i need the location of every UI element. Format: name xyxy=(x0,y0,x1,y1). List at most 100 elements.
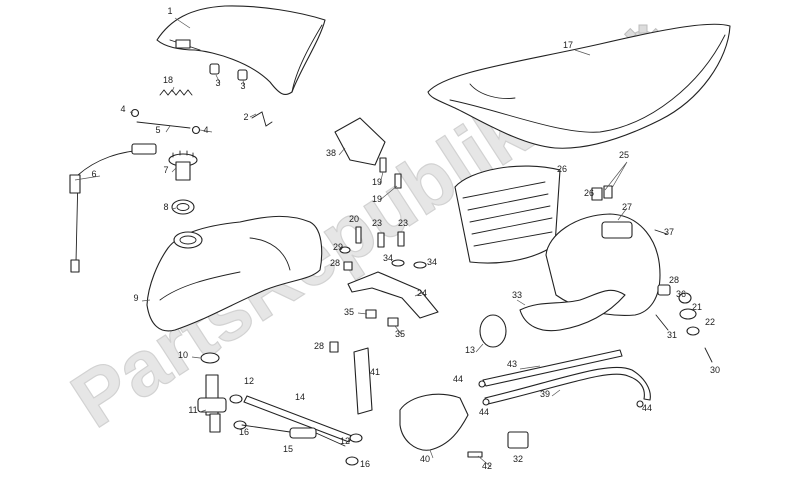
fuel-hose-part xyxy=(243,395,353,443)
clip-part xyxy=(636,400,644,408)
clip-part xyxy=(209,63,220,75)
pin-part xyxy=(136,121,191,129)
callout-number: 23 xyxy=(398,218,408,228)
washer-part xyxy=(391,259,405,267)
callout-number: 7 xyxy=(163,165,168,175)
callout-number: 25 xyxy=(619,150,629,160)
clip-part xyxy=(329,341,339,353)
callout-number: 3 xyxy=(240,81,245,91)
callout-number: 18 xyxy=(163,75,173,85)
fuel-tank-part xyxy=(146,215,323,332)
screw-part xyxy=(379,157,387,173)
clip-part xyxy=(343,261,353,271)
callout-number: 24 xyxy=(417,288,427,298)
callout-number: 16 xyxy=(239,427,249,437)
callout-number: 6 xyxy=(91,169,96,179)
clip-part xyxy=(237,69,248,81)
spring-part xyxy=(159,89,193,96)
callout-number: 44 xyxy=(453,374,463,384)
callout-number: 35 xyxy=(395,329,405,339)
screw-part xyxy=(654,229,668,235)
callout-number: 10 xyxy=(178,350,188,360)
callout-number: 4 xyxy=(120,104,125,114)
strap-part xyxy=(353,347,373,415)
clip-part xyxy=(130,108,140,118)
callout-number: 9 xyxy=(133,293,138,303)
callout-number: 1 xyxy=(167,6,172,16)
callout-number: 26 xyxy=(557,164,567,174)
clip-part xyxy=(591,187,603,201)
callout-number: 11 xyxy=(188,405,197,415)
callout-number: 22 xyxy=(705,317,715,327)
screw-part xyxy=(704,347,713,363)
washer-part xyxy=(686,326,700,336)
callout-number: 16 xyxy=(360,459,370,469)
screw-part xyxy=(397,231,405,247)
callout-number: 40 xyxy=(420,454,430,464)
callout-number: 19 xyxy=(372,194,382,204)
clip-part xyxy=(478,380,486,388)
hose-clamp-part xyxy=(349,433,363,443)
screw-part xyxy=(394,173,402,189)
callout-number: 17 xyxy=(563,40,573,50)
callout-number: 29 xyxy=(333,242,343,252)
callout-number: 30 xyxy=(710,365,720,375)
callout-number: 4 xyxy=(203,125,208,135)
fuel-tap-part xyxy=(197,374,227,433)
callout-number: 23 xyxy=(372,218,382,228)
callout-number: 39 xyxy=(540,389,550,399)
callout-number: 3 xyxy=(215,78,220,88)
callout-number: 37 xyxy=(664,227,674,237)
callout-number: 43 xyxy=(507,359,517,369)
air-filter-part xyxy=(454,165,561,264)
support-bracket-part xyxy=(347,271,439,319)
bracket-part xyxy=(251,111,273,127)
hose-clamp-part xyxy=(479,314,507,348)
grommet-part xyxy=(678,292,692,304)
clip-part xyxy=(603,185,613,199)
callout-number: 20 xyxy=(349,214,359,224)
callout-number: 12 xyxy=(340,436,350,446)
callout-number: 28 xyxy=(669,275,679,285)
callout-number: 42 xyxy=(482,461,492,471)
leader-lines xyxy=(74,17,628,468)
callout-number: 12 xyxy=(244,376,254,386)
grommet-part xyxy=(657,284,671,296)
callout-number: 32 xyxy=(513,454,523,464)
callout-number: 34 xyxy=(427,257,437,267)
callout-number: 28 xyxy=(314,341,324,351)
callout-number: 15 xyxy=(283,444,293,454)
seat-part xyxy=(427,23,731,149)
callout-number: 35 xyxy=(344,307,354,317)
callout-number: 5 xyxy=(155,125,160,135)
callout-number: 44 xyxy=(479,407,489,417)
fuel-filter-part xyxy=(241,424,346,447)
clip-part xyxy=(387,317,399,327)
callout-number: 13 xyxy=(465,345,475,355)
nut-part xyxy=(200,352,220,364)
pad-part xyxy=(507,431,529,449)
hose-clamp-part xyxy=(229,394,243,404)
washer-part xyxy=(413,261,427,269)
callout-number: 28 xyxy=(330,258,340,268)
hose-clamp-part xyxy=(345,456,359,466)
clip-part xyxy=(191,125,201,135)
seal-ring-part xyxy=(171,199,195,215)
air-box-part xyxy=(545,213,661,316)
screw-part xyxy=(655,314,669,331)
breather-tube-part xyxy=(484,366,651,405)
side-cover-part xyxy=(156,5,326,96)
fuel-pump-part xyxy=(168,150,198,181)
manifold-part xyxy=(399,393,469,451)
callout-number: 31 xyxy=(667,330,677,340)
callout-number: 14 xyxy=(295,392,305,402)
callout-number: 26 xyxy=(584,188,594,198)
clip-part xyxy=(365,309,377,319)
mount-bracket-part xyxy=(334,117,386,166)
callout-number: 8 xyxy=(163,202,168,212)
callout-number: 2 xyxy=(243,112,248,122)
washer-part xyxy=(339,246,351,254)
callout-number: 19 xyxy=(372,177,382,187)
